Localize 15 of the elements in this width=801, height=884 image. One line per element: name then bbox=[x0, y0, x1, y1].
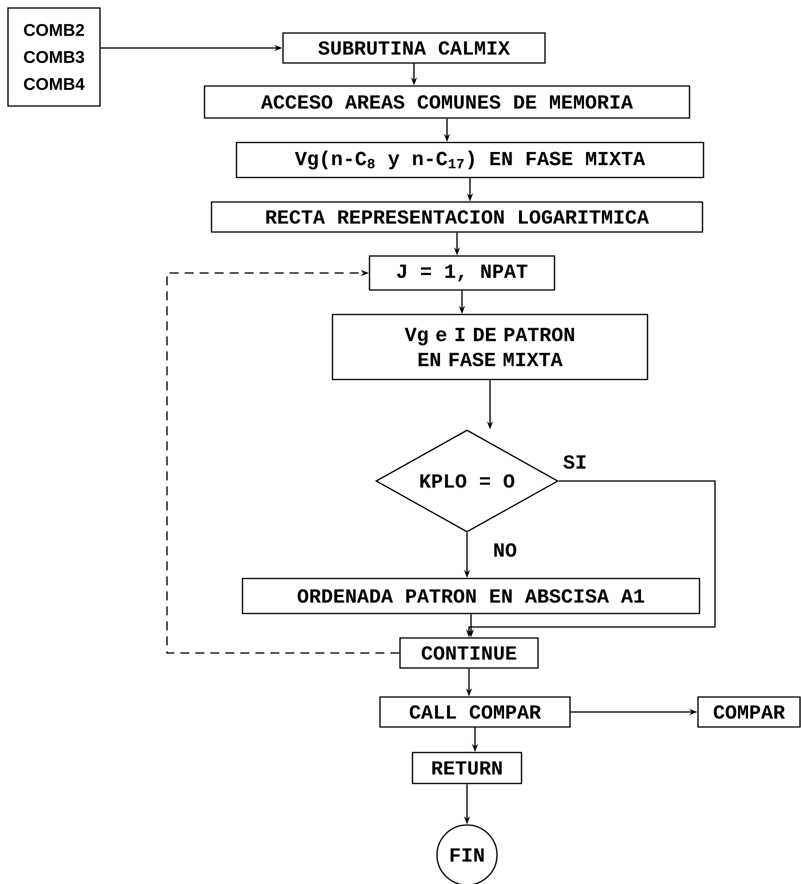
process-box: COMB2 COMB3 COMB4 bbox=[7, 7, 101, 107]
process-box: SUBRUTINA CALMIX bbox=[282, 32, 546, 64]
process-box: RECTA REPRESENTACION LOGARITMICA bbox=[210, 201, 704, 233]
process-box: COMPAR bbox=[697, 696, 801, 728]
process-box: ACCESO AREAS COMUNES DE MEMORIA bbox=[204, 85, 690, 119]
process-box: Vg(n-C$_{8}$ y n-C$_{17}$) EN FASE MIXTA bbox=[236, 142, 704, 178]
process-box: RETURN bbox=[412, 752, 522, 784]
edge-label: NO bbox=[492, 542, 518, 558]
process-box: Vg e I DE PATRON EN FASE MIXTA bbox=[332, 314, 648, 380]
process-box: J = 1, NPAT bbox=[368, 255, 556, 291]
edge-label: SI bbox=[562, 454, 588, 470]
process-box: CONTINUE bbox=[399, 637, 539, 669]
process-box: ORDENADA PATRON EN ABSCISA A1 bbox=[242, 578, 700, 614]
arrow bbox=[166, 270, 400, 654]
process-box: CALL COMPAR bbox=[379, 696, 571, 728]
